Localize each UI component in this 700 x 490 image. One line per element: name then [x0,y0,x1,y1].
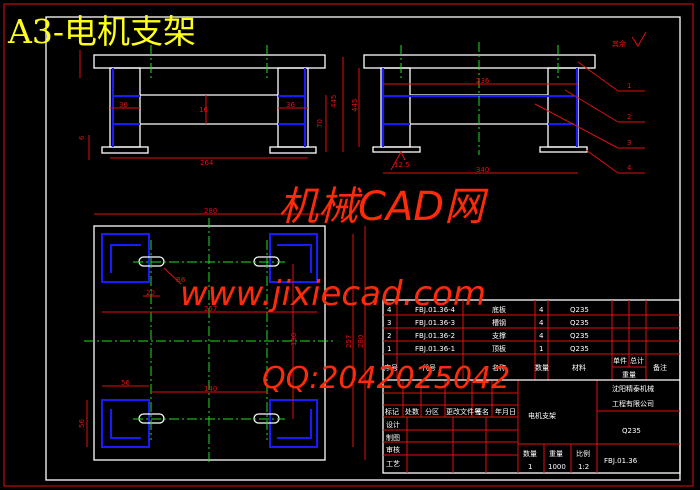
svg-text:底板: 底板 [492,305,506,314]
svg-text:4: 4 [539,306,544,314]
dim-20: 20 [146,289,155,297]
title-block: 4 FBJ.01.36-4 底板 4 Q235 3 FBJ.01.36-3 槽钢… [382,299,681,474]
parts-list-row: 4 FBJ.01.36-4 底板 4 Q235 [387,305,589,314]
svg-text:槽钢: 槽钢 [492,318,506,327]
svg-text:分区: 分区 [425,407,439,416]
svg-text:单件: 单件 [613,356,627,365]
dim-36-left: 36 [119,101,128,109]
svg-text:FBJ.01.36-2: FBJ.01.36-2 [415,332,455,340]
svg-text:设计: 设计 [386,420,400,429]
balloon-3: 3 [627,139,631,147]
qty-value: 1 [528,463,532,471]
dim-280-vertical: 280 [357,335,365,348]
svg-text:4: 4 [539,332,544,340]
svg-text:标记: 标记 [385,407,399,416]
watermark-qq: QQ:2042025042 [262,361,510,396]
svg-text:数量: 数量 [535,363,549,372]
svg-text:更改文件号: 更改文件号 [446,407,481,416]
svg-text:制图: 制图 [386,433,400,442]
svg-text:序号: 序号 [384,363,398,372]
dim-70: 70 [316,119,324,128]
front-view: 264 36 36 16 445 70 6 [78,45,344,167]
roughness-note: 其余 [612,39,626,48]
svg-text:审核: 审核 [386,445,400,454]
dim-445: 445 [330,95,338,108]
company-name: 沈阳精泰机械 [612,384,654,393]
watermark-url: www.jixiecad.com [180,274,486,314]
svg-text:材料: 材料 [572,363,586,372]
weight-value: 1000 [548,463,566,471]
plan-view: 280 257 20 R6 56 56 140 190 257 280 [78,207,366,462]
dim-257-horizontal: 257 [204,305,217,313]
svg-text:Q235: Q235 [570,332,589,340]
dim-280-top: 280 [204,207,217,215]
svg-text:FBJ.01.36-1: FBJ.01.36-1 [415,345,455,353]
dim-190: 190 [290,333,298,346]
drawing-number: FBJ.01.36 [604,457,638,465]
revision-headers: 标记 处数 分区 更改文件号 签名 年月日 [385,407,516,416]
drawing-title: A3-电机支架 [7,12,196,51]
roughness-symbol-icon [631,31,647,47]
dim-257-vertical: 257 [345,335,353,348]
parts-list-row: 3 FBJ.01.36-3 槽钢 4 Q235 [387,318,589,327]
dim-264: 264 [200,159,214,167]
svg-text:名称: 名称 [492,363,506,372]
svg-text:签名: 签名 [475,407,489,416]
role-labels: 设计 制图 审核 工艺 [386,420,400,468]
balloon-1: 1 [627,82,631,90]
svg-text:工艺: 工艺 [386,460,400,468]
parts-list-header: 序号 代号 名称 数量 材料 单件 总计 重量 备注 [384,356,667,379]
material-value: Q235 [622,427,641,435]
svg-text:4: 4 [539,319,544,327]
svg-text:Q235: Q235 [570,306,589,314]
scale-value: 1:2 [578,463,589,471]
svg-text:FBJ.01.36-3: FBJ.01.36-3 [415,319,455,327]
svg-text:处数: 处数 [405,407,419,416]
svg-text:代号: 代号 [422,363,436,372]
dim-16: 16 [199,106,208,114]
part-name: 电机支架 [528,411,556,420]
balloon-4: 4 [627,164,632,172]
balloon-2: 2 [627,113,631,121]
weight-label: 重量 [549,450,563,458]
svg-text:1: 1 [387,345,391,353]
dim-56-horizontal: 56 [121,379,130,387]
dim-340: 340 [476,166,489,174]
svg-text:Q235: Q235 [570,345,589,353]
company-name-2: 工程有限公司 [612,399,654,408]
svg-text:3: 3 [387,319,391,327]
svg-text:顶板: 顶板 [492,344,506,353]
svg-text:总计: 总计 [630,356,644,365]
svg-text:支撑: 支撑 [492,331,506,340]
parts-list-row: 1 FBJ.01.36-1 顶板 1 Q235 [387,344,589,353]
svg-text:2: 2 [387,332,391,340]
watermark-site-name: 机械CAD网 [278,184,489,230]
svg-text:备注: 备注 [653,363,667,372]
dim-445-side: 445 [351,99,359,112]
outer-border [3,3,694,487]
svg-text:重量: 重量 [622,371,636,379]
qty-label: 数量 [523,449,537,458]
roughness-12-5: 12.5 [394,161,410,169]
dim-r6: R6 [176,276,186,284]
svg-text:4: 4 [387,306,392,314]
svg-text:年月日: 年月日 [495,407,516,416]
svg-text:FBJ.01.36-4: FBJ.01.36-4 [415,306,456,314]
dim-140: 140 [204,385,217,393]
svg-text:1: 1 [539,345,543,353]
dim-6: 6 [78,135,86,140]
parts-list-row: 2 FBJ.01.36-2 支撑 4 Q235 [387,331,589,340]
dim-236: 236 [476,77,490,85]
dim-56-vertical: 56 [78,419,86,428]
scale-label: 比例 [576,449,590,458]
svg-text:Q235: Q235 [570,319,589,327]
side-view: 236 340 445 12.5 1 2 3 4 其余 [351,31,647,174]
inner-frame [45,16,681,481]
dim-36-right: 36 [286,101,295,109]
